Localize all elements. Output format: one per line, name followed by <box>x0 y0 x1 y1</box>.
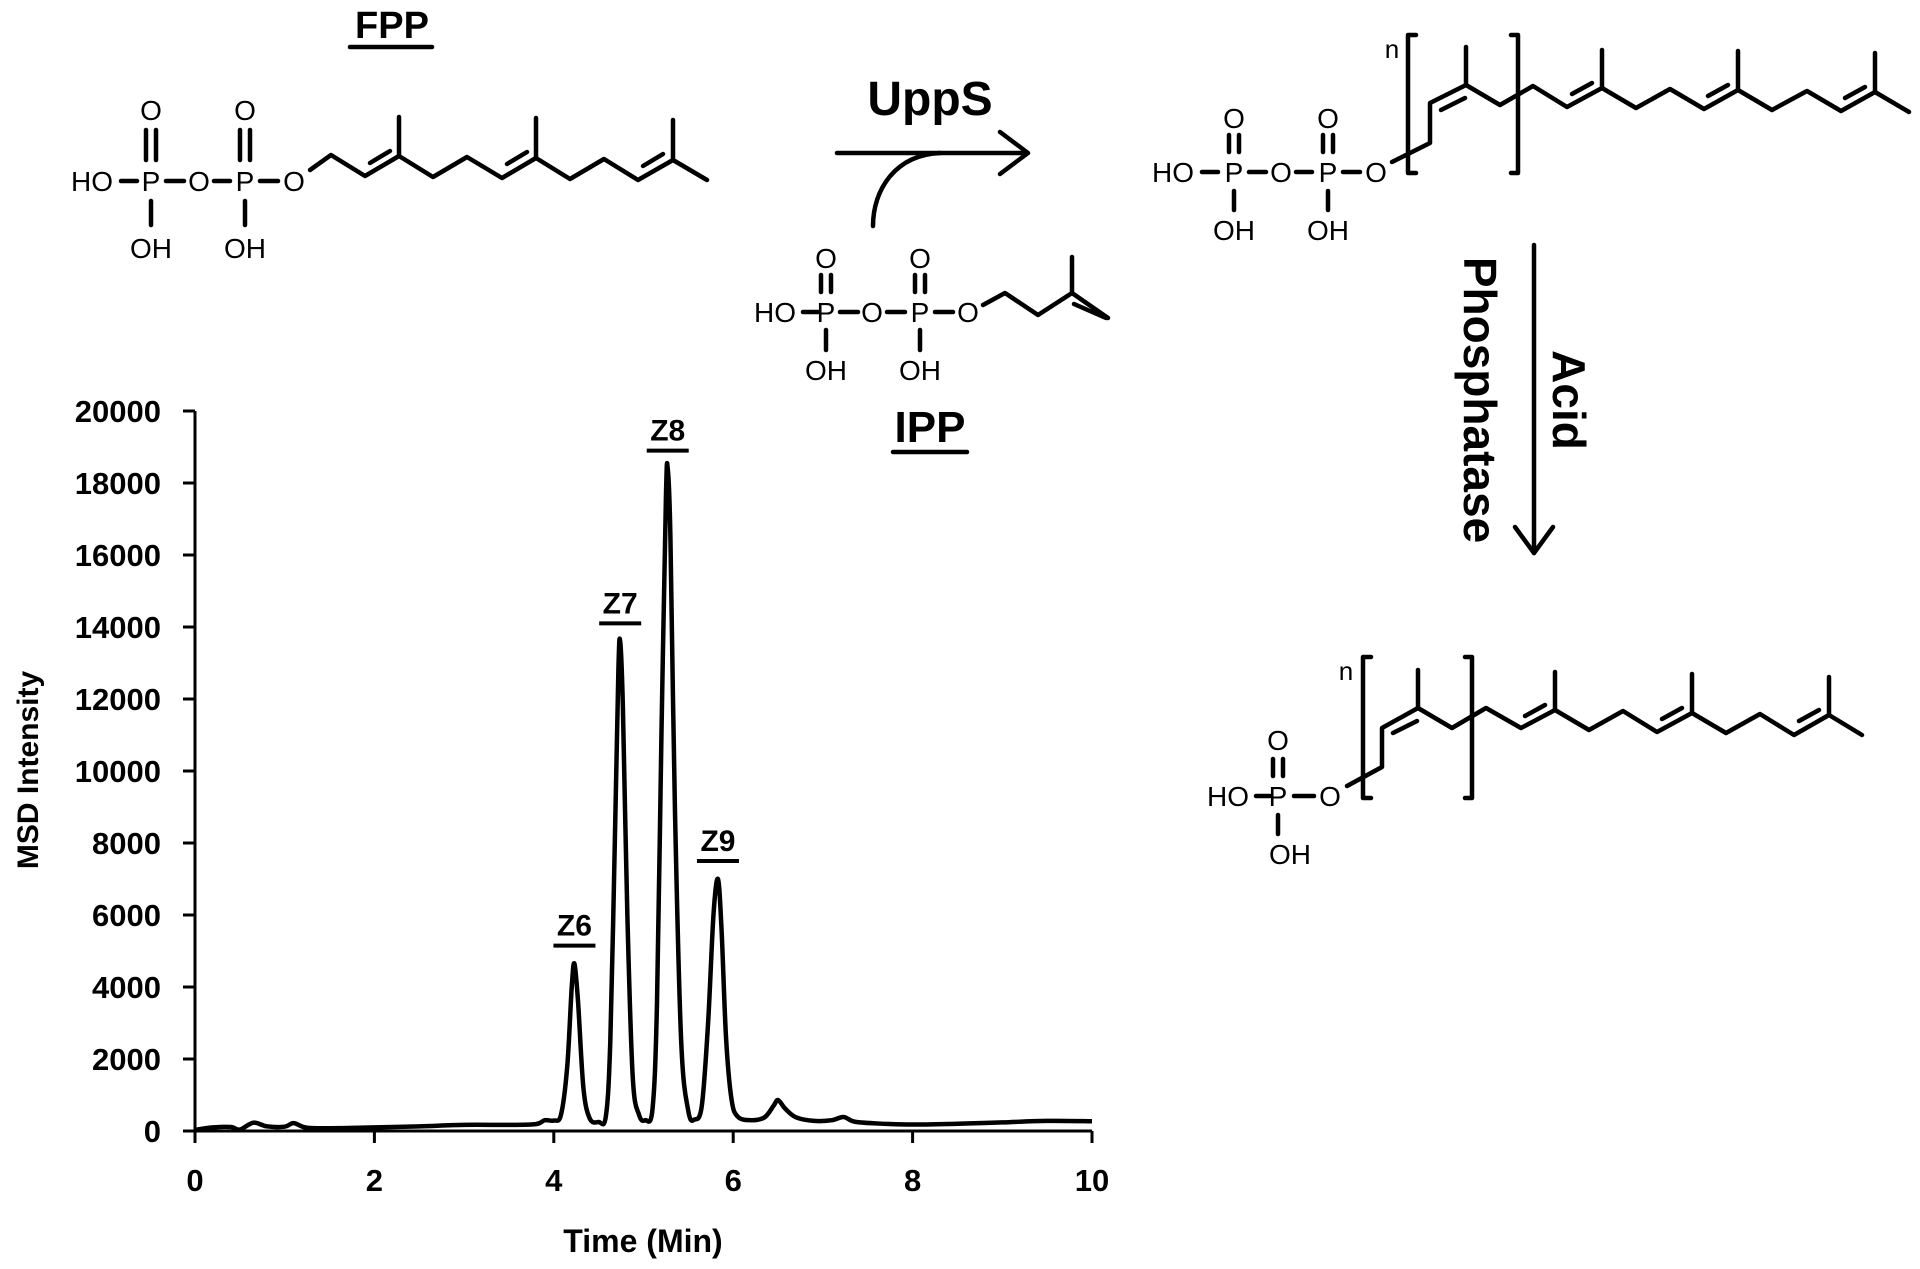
y-tick-label: 10000 <box>75 754 161 789</box>
uppS-reaction-arrow: UppS <box>834 73 1031 229</box>
atom-o: O <box>283 166 305 197</box>
repeat-n: n <box>1339 656 1353 686</box>
polyprenyl-monophosphate-structure: HO P O OH O n <box>1207 654 1865 870</box>
fpp-structure: FPP HO P O OH O P O OH O <box>71 5 710 264</box>
atom-o: O <box>815 243 837 274</box>
peak-label: Z7 <box>603 587 638 620</box>
atom-o: O <box>1267 725 1289 756</box>
x-axis-title: Time (Min) <box>563 1223 722 1259</box>
x-tick-label: 8 <box>904 1163 921 1198</box>
y-tick-label: 18000 <box>75 466 161 501</box>
lcms-chromatogram: 0 2000 4000 6000 8000 10000 12000 14000 16000 180… <box>12 394 1109 1259</box>
atom-oh: OH <box>1269 839 1311 870</box>
atom-o: O <box>234 95 256 126</box>
y-axis-title: MSD Intensity <box>12 671 45 870</box>
atom-o: O <box>1223 103 1245 134</box>
peak-label: Z6 <box>557 910 592 943</box>
x-tick-label: 4 <box>545 1163 563 1198</box>
y-tick-label: 2000 <box>92 1042 161 1077</box>
ipp-structure: HO P O OH O P O OH O IPP <box>754 243 1111 455</box>
x-tick-label: 2 <box>366 1163 383 1198</box>
y-axis-ticks: 0 2000 4000 6000 8000 10000 12000 14000 16000 180… <box>75 394 195 1149</box>
peak-label: Z9 <box>700 825 735 858</box>
x-tick-label: 10 <box>1075 1163 1109 1198</box>
atom-oh: OH <box>1307 215 1349 246</box>
x-tick-label: 6 <box>725 1163 742 1198</box>
atom-oh: OH <box>805 355 847 386</box>
y-tick-label: 14000 <box>75 610 161 645</box>
atom-p: P <box>817 297 836 328</box>
atom-p: P <box>1225 157 1244 188</box>
atom-o: O <box>188 166 210 197</box>
atom-ho: HO <box>71 166 113 197</box>
atom-o: O <box>1317 103 1339 134</box>
y-tick-label: 20000 <box>75 394 161 429</box>
atom-ho: HO <box>754 297 796 328</box>
atom-oh: OH <box>899 355 941 386</box>
peak-label: Z8 <box>650 415 685 448</box>
chromatogram-trace <box>194 460 1093 1133</box>
x-tick-label: 0 <box>186 1163 203 1198</box>
atom-p: P <box>236 166 255 197</box>
atom-oh: OH <box>224 233 266 264</box>
atom-o: O <box>957 297 979 328</box>
phosphatase-label: Phosphatase <box>1454 257 1506 543</box>
atom-ho: HO <box>1152 157 1194 188</box>
atom-oh: OH <box>1213 215 1255 246</box>
atom-p: P <box>911 297 930 328</box>
acid-label: Acid <box>1543 350 1595 450</box>
fpp-label: FPP <box>355 5 429 47</box>
atom-o: O <box>1270 157 1292 188</box>
repeat-n: n <box>1385 34 1399 64</box>
y-tick-label: 0 <box>144 1114 161 1149</box>
polyprenyl-diphosphate-structure: HO P O OH O P O OH O n <box>1152 32 1912 246</box>
atom-o: O <box>861 297 883 328</box>
atom-o: O <box>140 95 162 126</box>
atom-o: O <box>1319 781 1341 812</box>
atom-p: P <box>142 166 161 197</box>
enzyme-label-upps: UppS <box>867 73 992 126</box>
atom-o: O <box>909 243 931 274</box>
atom-oh: OH <box>130 233 172 264</box>
y-tick-label: 6000 <box>92 898 161 933</box>
atom-ho: HO <box>1207 781 1249 812</box>
atom-p: P <box>1269 781 1288 812</box>
x-axis-ticks: 0 2 4 6 8 10 <box>186 1131 1109 1198</box>
y-tick-label: 12000 <box>75 682 161 717</box>
y-tick-label: 16000 <box>75 538 161 573</box>
acid-phosphatase-arrow: Acid Phosphatase <box>1454 242 1595 556</box>
ipp-label: IPP <box>895 403 966 452</box>
y-tick-label: 8000 <box>92 826 161 861</box>
atom-o: O <box>1365 157 1387 188</box>
y-tick-label: 4000 <box>92 970 161 1005</box>
atom-p: P <box>1319 157 1338 188</box>
